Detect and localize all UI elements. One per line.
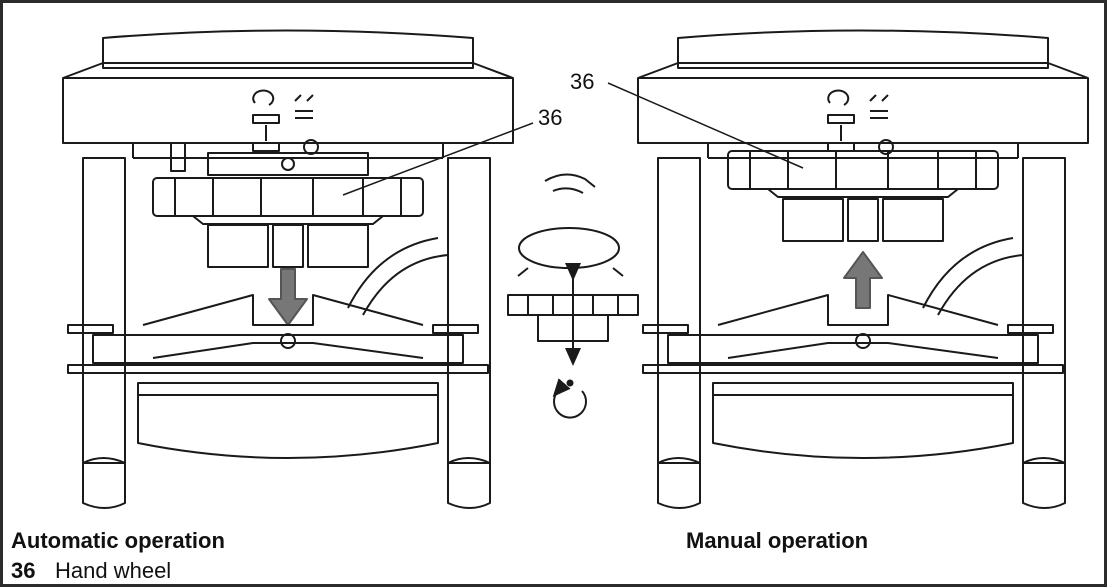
- right-mode-symbols: [827, 89, 894, 155]
- right-machine: [607, 29, 1089, 509]
- left-down-arrow: [268, 268, 308, 326]
- legend-label: Hand wheel: [55, 558, 172, 583]
- left-mode-symbols: [252, 89, 319, 155]
- left-machine: [62, 29, 534, 509]
- callout-36-left: 36: [538, 105, 562, 130]
- right-hand-wheel: [727, 150, 999, 190]
- caption-manual: Manual operation: [686, 528, 869, 553]
- center-symbols: [507, 173, 639, 419]
- caption-automatic: Automatic operation: [11, 528, 225, 553]
- machine-diagram: 36 36: [62, 29, 1089, 509]
- circular-arrow-icon: [552, 378, 587, 419]
- legend-row: 36 Hand wheel: [11, 558, 171, 584]
- right-up-arrow: [843, 251, 883, 309]
- left-hand-wheel: [152, 177, 424, 217]
- hand-icon: [544, 173, 596, 194]
- legend-number: 36: [11, 558, 36, 583]
- callout-36-right: 36: [570, 69, 594, 94]
- rotation-icon: [518, 227, 620, 269]
